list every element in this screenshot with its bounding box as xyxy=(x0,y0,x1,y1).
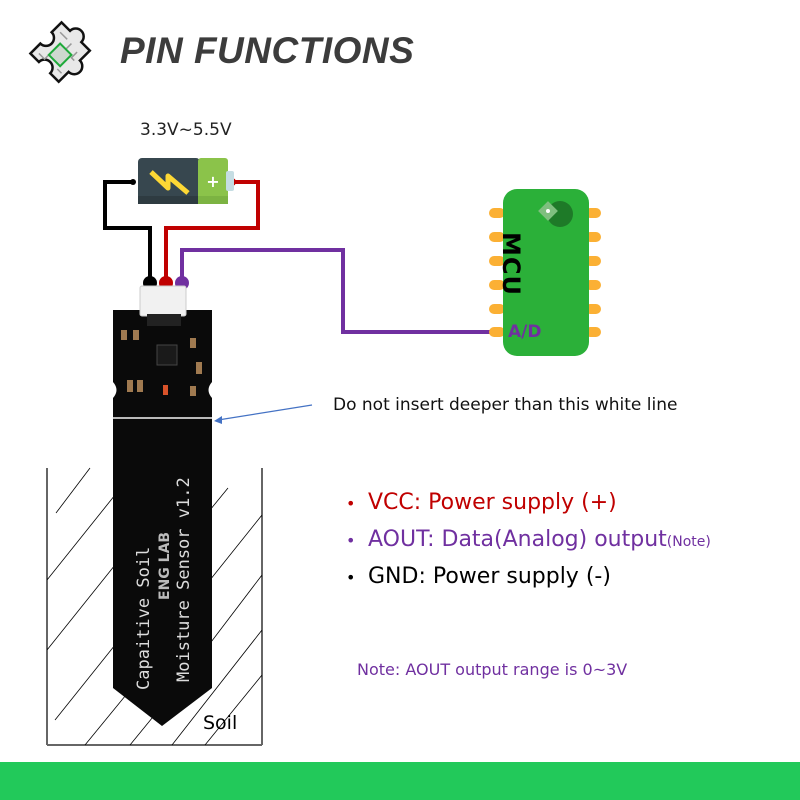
battery-icon: + xyxy=(138,158,234,204)
voltage-label: 3.3V~5.5V xyxy=(140,120,232,140)
legend-note-ref: (Note) xyxy=(666,534,711,550)
page-title: PIN FUNCTIONS xyxy=(120,30,415,71)
vcc-wire xyxy=(164,180,260,283)
svg-text:+: + xyxy=(206,172,219,191)
soil-label: Soil xyxy=(203,712,238,734)
legend-item-aout: • AOUT: Data(Analog) output(Note) xyxy=(346,527,711,552)
output-range-note: Note: AOUT output range is 0~3V xyxy=(357,660,628,679)
legend-item-gnd: • GND: Power supply (-) xyxy=(346,564,611,589)
bullet-icon: • xyxy=(346,493,356,513)
sensor-chip xyxy=(156,344,178,366)
bullet-icon: • xyxy=(346,567,356,587)
legend-item-vcc: • VCC: Power supply (+) xyxy=(346,490,617,515)
legend-text: AOUT: Data(Analog) output xyxy=(368,527,667,552)
footer-bar xyxy=(0,762,800,800)
probe-text-line2: ENG LAB xyxy=(157,531,173,600)
legend-text: GND: Power supply (-) xyxy=(368,564,611,589)
legend-text: VCC: Power supply (+) xyxy=(368,490,617,515)
bullet-icon: • xyxy=(346,530,356,550)
mcu-label: MCU xyxy=(497,232,525,296)
circuit-puzzle-icon xyxy=(28,20,92,84)
probe-text-line3: Moisture Sensor v1.2 xyxy=(174,477,194,682)
mcu-chip xyxy=(489,189,601,356)
callout-arrow xyxy=(217,404,313,421)
soil-container xyxy=(46,467,263,746)
connector-housing xyxy=(139,285,187,317)
aout-wire xyxy=(180,248,498,334)
ad-pin-label: A/D xyxy=(508,322,542,342)
probe-text-line1: Capaitive Soil xyxy=(134,546,154,690)
gnd-wire xyxy=(103,180,152,283)
soil-moisture-sensor xyxy=(113,285,212,726)
insertion-depth-callout: Do not insert deeper than this white lin… xyxy=(333,395,678,415)
